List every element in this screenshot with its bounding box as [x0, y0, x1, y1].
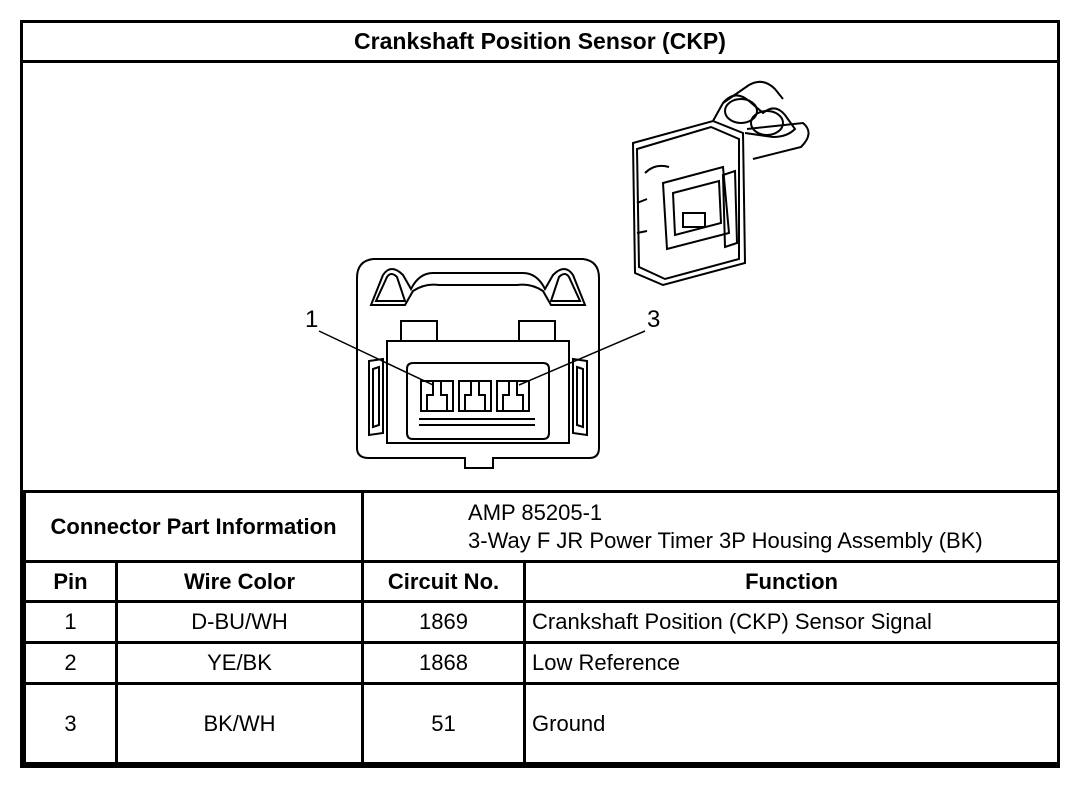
connector-info-row: Connector Part Information AMP 85205-1 3…: [22, 490, 1061, 563]
connector-info-label: Connector Part Information: [22, 490, 365, 563]
pin-3-leader: [518, 330, 646, 386]
pin-1-label: 1: [305, 306, 318, 333]
wire-color-cell: D-BU/WH: [114, 600, 365, 644]
header-circuit: Circuit No.: [361, 560, 527, 603]
wire-color-cell: BK/WH: [114, 682, 365, 765]
connector-sheet: Crankshaft Position Sensor (CKP): [20, 20, 1061, 768]
connector-drawing: 1 3: [305, 80, 810, 469]
header-pin: Pin: [23, 560, 118, 603]
part-number: AMP 85205-1: [468, 499, 603, 525]
pin-3-label: 3: [647, 306, 660, 333]
pin-cell: 3: [23, 682, 118, 765]
connector-isometric-view: [631, 80, 810, 287]
pin-1-leader: [318, 330, 434, 386]
pin-callouts: [318, 330, 646, 386]
wire-color-cell: YE/BK: [114, 641, 365, 685]
table-header-row: Pin Wire Color Circuit No. Function: [23, 560, 1061, 603]
table-row: 3 BK/WH 51 Ground: [23, 682, 1061, 765]
table-row: 1 D-BU/WH 1869 Crankshaft Position (CKP)…: [23, 600, 1061, 644]
function-cell: Low Reference: [523, 641, 1061, 685]
pin-cell: 2: [23, 641, 118, 685]
circuit-cell: 1868: [361, 641, 527, 685]
connector-diagram: 1 3: [23, 63, 1057, 493]
connector-face-view: [356, 258, 600, 469]
pin-cell: 1: [23, 600, 118, 644]
page-title: Crankshaft Position Sensor (CKP): [23, 23, 1057, 63]
pinout-table: Connector Part Information AMP 85205-1 3…: [22, 490, 1061, 765]
function-cell: Crankshaft Position (CKP) Sensor Signal: [523, 600, 1061, 644]
header-function: Function: [523, 560, 1061, 603]
part-description: 3-Way F JR Power Timer 3P Housing Assemb…: [468, 527, 983, 553]
circuit-cell: 1869: [361, 600, 527, 644]
connector-info-value: AMP 85205-1 3-Way F JR Power Timer 3P Ho…: [361, 490, 1061, 563]
header-wire-color: Wire Color: [114, 560, 365, 603]
function-cell: Ground: [523, 682, 1061, 765]
circuit-cell: 51: [361, 682, 527, 765]
table-row: 2 YE/BK 1868 Low Reference: [23, 641, 1061, 685]
